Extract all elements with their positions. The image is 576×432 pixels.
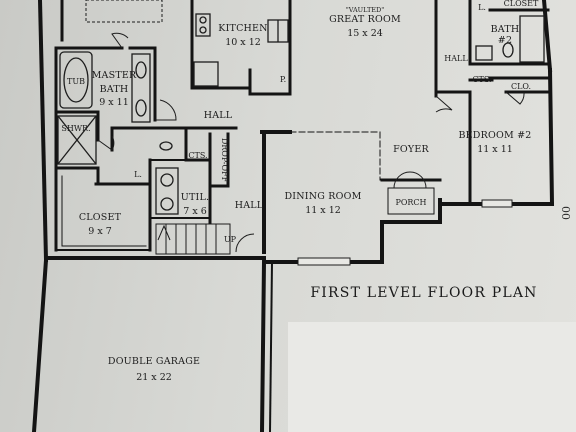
window-icon <box>481 199 513 208</box>
double-garage-dims: 21 x 22 <box>136 372 172 383</box>
tub-label: TUB <box>67 77 85 86</box>
shower-fixture <box>57 115 97 165</box>
great-room-label: GREAT ROOM <box>329 14 401 25</box>
great-room-qualifier: "VAULTED" <box>346 6 384 14</box>
bath2-sink-icon <box>475 45 493 61</box>
stairs-up-label: UP <box>224 235 237 244</box>
bedroom2-label: BEDROOM #2 <box>458 130 531 141</box>
dining-room-label: DINING ROOM <box>284 191 361 202</box>
toilet-icon <box>159 141 173 151</box>
edge-mark: 00 <box>559 206 572 220</box>
dining-room-dims: 11 x 12 <box>305 205 341 216</box>
closet-dims: 9 x 7 <box>88 226 112 237</box>
closet-label: CLOSET <box>79 212 122 223</box>
door-swings <box>97 32 525 253</box>
drop-off-label: DROP-OFF <box>220 138 229 183</box>
interior-walls <box>54 0 552 254</box>
master-bath-dims: 9 x 11 <box>99 97 129 108</box>
door-swing-icon <box>97 135 115 151</box>
range-fixture <box>195 13 211 37</box>
shower-label: SHWR. <box>61 124 90 133</box>
windows <box>85 0 513 266</box>
fixtures <box>57 13 545 215</box>
bath2-label: BATH <box>491 24 520 35</box>
washer-dryer-fixture <box>155 167 179 215</box>
kitchen-label: KITCHEN <box>218 23 267 34</box>
door-swing-icon <box>155 99 177 121</box>
master-bath-label-2: BATH <box>100 84 129 95</box>
door-swing-icon <box>111 32 129 49</box>
clo-label: CLO. <box>511 82 531 91</box>
door-swing-icon <box>235 233 255 253</box>
util-dims: 7 x 6 <box>183 206 207 217</box>
stairs <box>155 223 231 255</box>
great-room-dims: 15 x 24 <box>347 28 383 39</box>
cts-left-label: CTS. <box>188 151 207 160</box>
front-door-swing-icon <box>393 171 427 189</box>
bathtub-fixture <box>59 51 93 109</box>
master-bath-label: MASTER <box>92 70 137 81</box>
hall-center-label: HALL <box>204 110 233 121</box>
util-label: UTIL. <box>181 192 209 203</box>
double-garage-label: DOUBLE GARAGE <box>108 356 200 367</box>
cts-right-label: CTS. <box>472 75 491 84</box>
sink-icon <box>135 61 147 79</box>
bath2-tub-fixture <box>519 15 545 63</box>
window-icon <box>297 257 351 266</box>
door-swing-icon <box>505 91 525 105</box>
vanity-fixture <box>131 53 151 123</box>
refrigerator-fixture <box>193 61 219 87</box>
kitchen-dims: 10 x 12 <box>225 37 261 48</box>
hall-right-label: HALL <box>444 54 468 63</box>
pantry-label: P. <box>280 75 286 84</box>
door-swing-icon <box>435 95 453 113</box>
bath2-toilet-icon <box>502 42 514 58</box>
linen-top-label: L. <box>478 3 486 12</box>
stairs-direction-arrow-icon <box>157 224 171 241</box>
hall-lower-label: HALL <box>235 200 264 211</box>
bath2-label-2: #2 <box>498 35 512 46</box>
sink-icon <box>135 99 147 117</box>
closet-top-label: CLOSET <box>504 0 539 8</box>
paper-glare <box>288 322 576 432</box>
bathtub-basin-icon <box>63 57 89 103</box>
plan-title: FIRST LEVEL FLOOR PLAN <box>310 285 537 301</box>
bedroom2-dims: 11 x 11 <box>477 144 513 155</box>
deck-outline <box>85 0 163 23</box>
linen-left-label: L. <box>134 170 142 179</box>
foyer-label: FOYER <box>393 144 429 155</box>
porch-label: PORCH <box>395 198 426 207</box>
